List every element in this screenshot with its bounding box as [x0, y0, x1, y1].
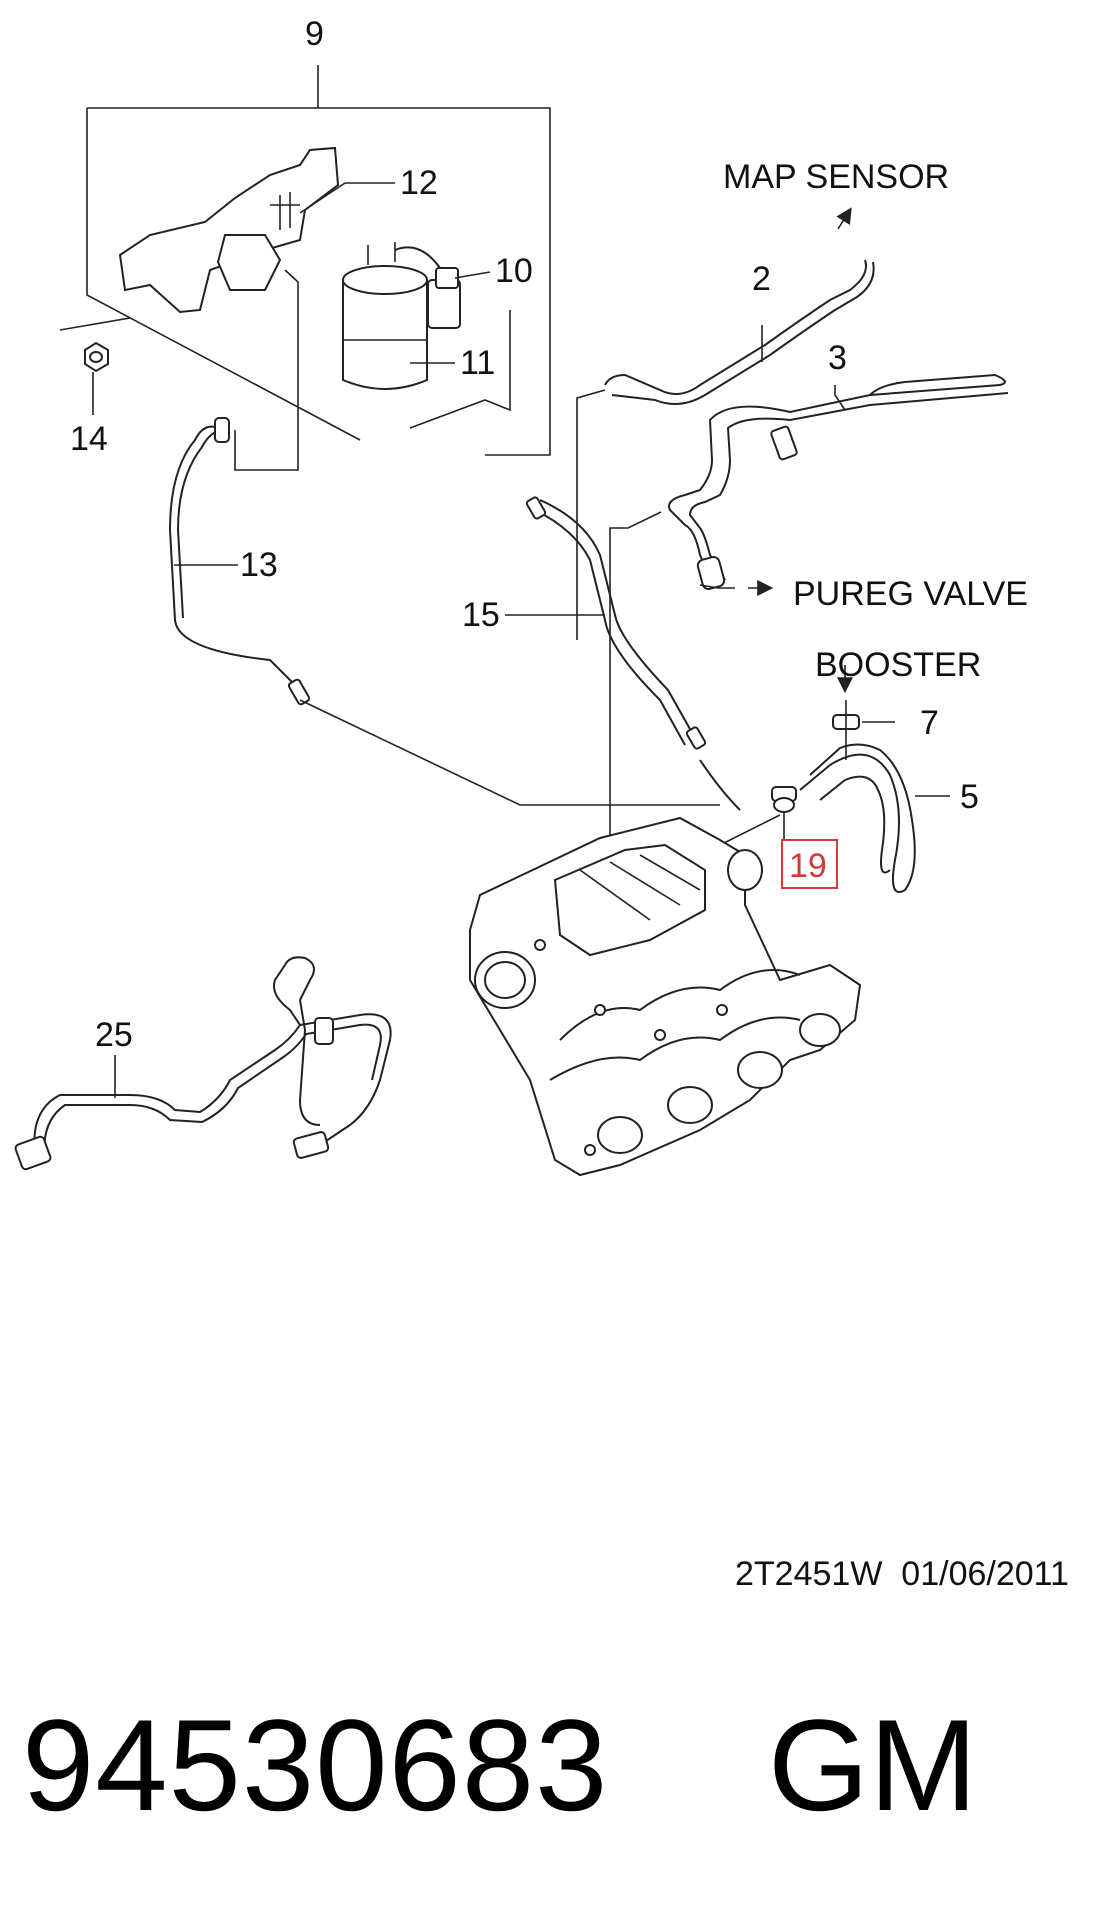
callout-7: 7 — [920, 704, 939, 742]
intake-manifold — [469, 816, 862, 1177]
callout-12: 12 — [400, 164, 438, 202]
callout-14: 14 — [70, 420, 108, 458]
callout-3: 3 — [828, 339, 847, 377]
brand-name: GM — [768, 1692, 978, 1838]
callout-5: 5 — [960, 778, 979, 816]
booster-hose-part-5 — [799, 665, 950, 893]
callout-25: 25 — [95, 1016, 133, 1054]
callout-9: 9 — [305, 15, 324, 53]
callout-13: 13 — [240, 546, 278, 584]
hose-part-25 — [14, 956, 392, 1171]
label-map-sensor: MAP SENSOR — [723, 158, 949, 196]
callout-10: 10 — [495, 252, 533, 290]
label-booster: BOOSTER — [815, 646, 981, 684]
callout-2: 2 — [752, 260, 771, 298]
callout-19: 19 — [789, 847, 827, 885]
nut-part-14 — [59, 317, 131, 415]
reference-code: 2T2451W 01/06/2011 — [735, 1555, 1069, 1593]
callout-15: 15 — [462, 596, 500, 634]
clamp-part-19 — [719, 786, 797, 846]
hose-part-15 — [505, 496, 741, 811]
hose-part-13 — [168, 417, 720, 806]
hose-part-3 — [609, 373, 1009, 895]
part-number: 94530683 — [22, 1692, 609, 1838]
callout-11: 11 — [460, 344, 495, 382]
canister-bracket-assembly — [86, 65, 551, 471]
hose-part-2 — [576, 207, 875, 640]
callout-19-highlight: 19 — [781, 839, 838, 889]
label-pureg-valve: PUREG VALVE — [793, 575, 1028, 613]
